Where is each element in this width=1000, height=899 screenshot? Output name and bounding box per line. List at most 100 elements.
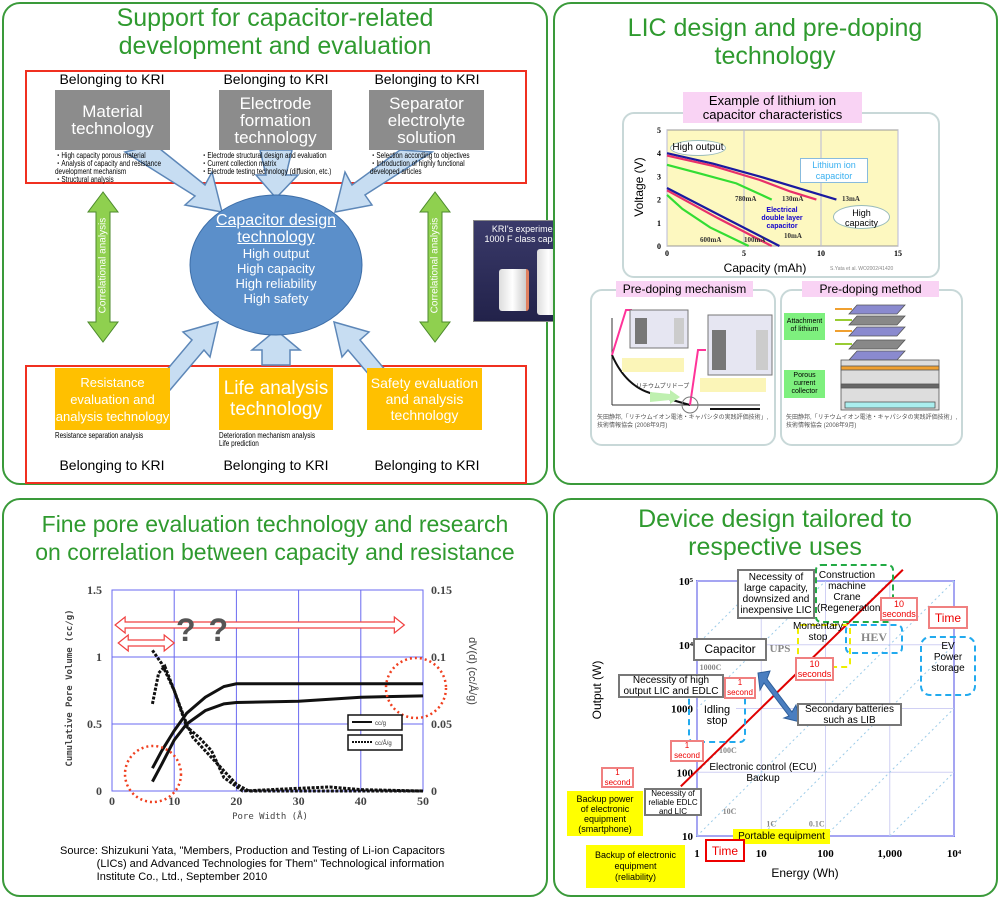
x-axis-label: Capacity (mAh) (723, 261, 807, 275)
x-tick-label: 15 (894, 249, 902, 258)
center-item: High output (242, 246, 310, 261)
kri-label: Belonging to KRI (223, 457, 329, 473)
life-analysis-box: Life analysis technology (219, 368, 333, 430)
series-line-cc/Å/g (150, 663, 424, 793)
predope-arrow-label: リチウムプリドープ (636, 384, 690, 390)
center-item: High safety (243, 291, 309, 306)
pre-doping-mechanism-label: Pre-doping mechanism (616, 281, 753, 297)
ups-label: UPS (769, 643, 791, 655)
x-tick-label: 30 (293, 794, 305, 808)
series-line-780mA (666, 163, 773, 201)
hev-region (845, 624, 903, 654)
center-item: High reliability (235, 276, 317, 291)
backup-reliability-label: Backup of electronic equipment (reliabil… (586, 845, 685, 888)
y-tick-label: 10⁴ (679, 640, 694, 652)
c-rate-label: 0.1C (809, 820, 825, 829)
y-tick-label: 0.5 (87, 717, 102, 731)
red-trend-line (680, 569, 904, 788)
ten-seconds-box: 10 seconds (880, 597, 918, 621)
electrode-formation-box: Electrode formation technology (219, 90, 332, 150)
series-label: 600mA (700, 236, 721, 244)
ecu-backup-label: Electronic control (ECU) Backup (709, 762, 817, 784)
series-label: 13mA (842, 195, 860, 203)
time-box: Time (705, 839, 745, 862)
ten-seconds-box: 10 seconds (795, 657, 834, 681)
high-capacity-label: High capacity (833, 205, 890, 229)
x-tick-label: 1 (694, 848, 700, 860)
y-tick-label: 10⁵ (679, 576, 694, 588)
c-rate-label: 10C (723, 807, 737, 816)
y-tick-label: 1 (657, 219, 661, 228)
kri-bottom-box (25, 365, 527, 484)
y-tick-label: 0 (96, 784, 102, 798)
series-line-130mA (666, 154, 817, 201)
separator-electrolyte-box: Separator electrolyte solution (369, 90, 484, 150)
separator-bullets: ・Selection according to objectives ・Intr… (370, 151, 470, 176)
x-tick-label: 100 (817, 848, 834, 860)
capacitor-design-ellipse (189, 194, 363, 336)
series-label: 130mA (782, 195, 803, 203)
electrode-bullets: ・Electrode structural design and evaluat… (201, 151, 332, 176)
capacitor-design-center: Capacitor design technology High output … (196, 212, 356, 306)
highlight-circle (384, 656, 448, 720)
series-line-13mA (666, 152, 837, 201)
c-rate-line (889, 771, 955, 837)
panel-title: Fine pore evaluation technology and rese… (35, 511, 515, 565)
x-tick-label: 5 (742, 249, 746, 258)
y-tick-label: 3 (657, 172, 661, 181)
momentary-stop-label: Momentary stop (792, 621, 843, 643)
lic-chart-label: Example of lithium ion capacitor charact… (683, 92, 862, 123)
highlight-circle (123, 744, 183, 804)
kri-label: Belonging to KRI (59, 71, 165, 87)
green-dashed-region (815, 564, 894, 623)
series-label: 100mA (744, 236, 765, 244)
ev-region (920, 636, 976, 696)
c-rate-line (825, 708, 955, 837)
x-tick-label: 10 (168, 794, 180, 808)
arrow-material-to-center (123, 144, 224, 213)
kri-label: Belonging to KRI (374, 457, 480, 473)
source-text: Source: Shizukuni Yata, "Members, Produc… (60, 845, 445, 883)
series-label: 10mA (784, 232, 802, 240)
y2-tick-label: 0.15 (431, 583, 452, 597)
wide-range-arrow (114, 615, 406, 635)
secondary-batteries-box: Secondary batteries such as LIB (797, 703, 902, 726)
series-line-600mA (666, 194, 750, 247)
pre-doping-method-label: Pre-doping method (802, 281, 939, 297)
kri-label: Belonging to KRI (223, 71, 329, 87)
y-tick-label: 1 (96, 650, 102, 664)
y-axis-label: Output (W) (590, 660, 604, 720)
one-second-box: 1 second (724, 677, 756, 699)
series-label: 780mA (735, 195, 756, 203)
legend-box (347, 734, 403, 751)
necessity-high-output-box: Necessity of high output LIC and EDLC (618, 674, 724, 698)
legend-label: cc/Å/g (375, 740, 392, 747)
y-tick-label: 10 (682, 831, 694, 843)
arrow-center-to-life (249, 329, 303, 366)
panel-title: LIC design and pre-doping technology (627, 14, 923, 70)
jp-citation: 矢田静邦,「リチウムイオン電池・キャパシタの実践評価技術」, 技術情報協会 (2… (786, 415, 958, 429)
y-tick-label: 2 (657, 196, 661, 205)
arrow-electrode-to-center (254, 149, 300, 200)
safety-evaluation-box: Safety evaluation and analysis technolog… (367, 368, 482, 430)
center-item: High capacity (236, 261, 316, 276)
series-line-cc/g (151, 682, 423, 769)
lic-label: Lithium ion capacitor (800, 158, 868, 183)
x-tick-label: 0 (665, 249, 669, 258)
c-rate-label: 100C (719, 746, 737, 755)
edlc-label: Electrical double layer capacitor (756, 207, 808, 231)
x-tick-label: 10⁴ (947, 848, 962, 860)
series-line-cc/g (151, 694, 424, 783)
y-tick-label: 100 (677, 767, 694, 779)
series-line-cc/Å/g (151, 649, 423, 793)
resistance-bullets: Resistance separation analysis (55, 431, 144, 440)
material-bullets: ・High capacity porous material ・Analysis… (55, 151, 162, 184)
ev-label: EV Power storage (931, 641, 965, 674)
kri-label: Belonging to KRI (374, 71, 480, 87)
attachment-lithium-label: Attachment of lithium (784, 313, 825, 340)
small-capacitor (499, 269, 529, 311)
construction-label: Construction machine Crane (Regeneration… (817, 570, 884, 614)
arrow-center-to-resistance (137, 320, 220, 397)
